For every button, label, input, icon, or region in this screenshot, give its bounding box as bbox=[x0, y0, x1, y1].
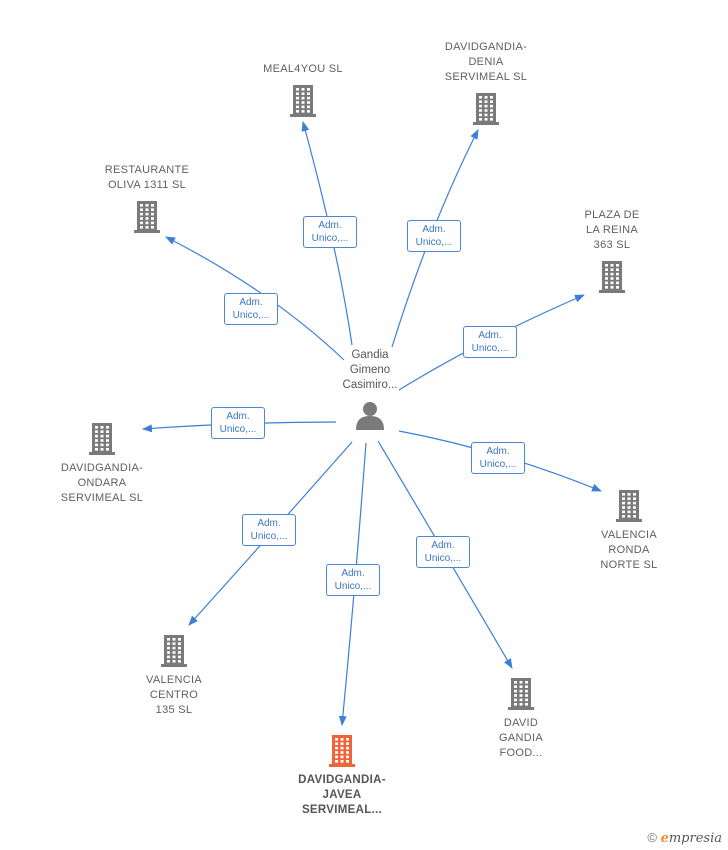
company-node-ondara[interactable]: DAVIDGANDIA- ONDARA SERVIMEAL SL bbox=[42, 421, 162, 506]
building-icon bbox=[89, 423, 115, 455]
company-label: DAVID GANDIA FOOD... bbox=[499, 717, 543, 759]
center-person-node[interactable]: Gandia Gimeno Casimiro... bbox=[315, 348, 425, 431]
role-label-ondara[interactable]: Adm. Unico,... bbox=[211, 407, 265, 439]
footer-brand: © empresia bbox=[647, 830, 722, 846]
company-node-ronda[interactable]: VALENCIA RONDA NORTE SL bbox=[569, 488, 689, 573]
company-label: DAVIDGANDIA- JAVEA SERVIMEAL... bbox=[298, 774, 386, 816]
company-label: PLAZA DE LA REINA 363 SL bbox=[584, 209, 640, 251]
building-icon bbox=[290, 85, 316, 117]
copyright-symbol: © bbox=[647, 830, 657, 845]
role-label-food[interactable]: Adm. Unico,... bbox=[416, 536, 470, 568]
person-icon bbox=[356, 402, 384, 430]
role-label-javea[interactable]: Adm. Unico,... bbox=[326, 564, 380, 596]
company-label: VALENCIA CENTRO 135 SL bbox=[146, 674, 202, 716]
building-icon bbox=[599, 261, 625, 293]
company-node-javea[interactable]: DAVIDGANDIA- JAVEA SERVIMEAL... bbox=[282, 733, 402, 818]
building-icon bbox=[508, 678, 534, 710]
building-icon bbox=[161, 635, 187, 667]
company-node-centro[interactable]: VALENCIA CENTRO 135 SL bbox=[114, 633, 234, 718]
role-label-plaza[interactable]: Adm. Unico,... bbox=[463, 326, 517, 358]
company-node-plaza[interactable]: PLAZA DE LA REINA 363 SL bbox=[552, 208, 672, 293]
company-label: RESTAURANTE OLIVA 1311 SL bbox=[104, 164, 190, 191]
company-node-restaurante[interactable]: RESTAURANTE OLIVA 1311 SL bbox=[87, 163, 207, 233]
person-label: Gandia Gimeno Casimiro... bbox=[342, 349, 398, 391]
building-icon bbox=[473, 93, 499, 125]
company-label: DAVIDGANDIA- DENIA SERVIMEAL SL bbox=[444, 41, 528, 83]
role-label-denia[interactable]: Adm. Unico,... bbox=[407, 220, 461, 252]
role-label-ronda[interactable]: Adm. Unico,... bbox=[471, 442, 525, 474]
building-icon bbox=[329, 735, 355, 767]
company-label: DAVIDGANDIA- ONDARA SERVIMEAL SL bbox=[60, 462, 144, 504]
building-icon bbox=[616, 490, 642, 522]
company-node-denia[interactable]: DAVIDGANDIA- DENIA SERVIMEAL SL bbox=[426, 40, 546, 125]
company-label: VALENCIA RONDA NORTE SL bbox=[600, 529, 658, 571]
brand-name[interactable]: empresia bbox=[660, 831, 722, 846]
building-icon bbox=[134, 201, 160, 233]
company-node-food[interactable]: DAVID GANDIA FOOD... bbox=[461, 676, 581, 761]
role-label-meal4you[interactable]: Adm. Unico,... bbox=[303, 216, 357, 248]
company-node-meal4you[interactable]: MEAL4YOU SL bbox=[243, 62, 363, 117]
role-label-centro[interactable]: Adm. Unico,... bbox=[242, 514, 296, 546]
company-label: MEAL4YOU SL bbox=[263, 63, 343, 75]
role-label-restaurante[interactable]: Adm. Unico,... bbox=[224, 293, 278, 325]
